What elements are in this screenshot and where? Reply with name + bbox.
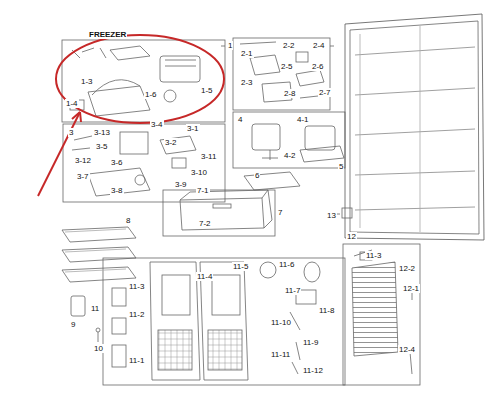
callout-number: 11-2 xyxy=(128,310,145,319)
callout-number: 7-2 xyxy=(198,219,212,228)
callout-number: 12-2 xyxy=(398,264,416,273)
callout-number: 11-9 xyxy=(302,338,319,347)
callout-number: 13 xyxy=(326,211,337,220)
callout-number: 9 xyxy=(70,320,76,329)
callout-number: 3-9 xyxy=(174,180,188,189)
callout-number: 3-5 xyxy=(95,142,109,151)
callout-number: 6 xyxy=(254,171,260,180)
callout-number: 11-8 xyxy=(318,306,335,315)
callout-number: 2-2 xyxy=(282,41,296,50)
callout-number: 5 xyxy=(338,162,344,171)
callout-number: 12-1 xyxy=(402,284,420,293)
callout-number: 11-12 xyxy=(302,366,324,375)
callout-number: 11-10 xyxy=(270,318,292,327)
callout-number: 11-1 xyxy=(128,356,145,365)
callout-number: 11-11 xyxy=(270,350,291,359)
callout-number: 3-10 xyxy=(190,168,208,177)
callout-number: 11-3 xyxy=(365,251,382,260)
callout-number: 11-5 xyxy=(232,262,249,271)
callout-number: 3-1 xyxy=(186,124,200,133)
callout-number: 2-8 xyxy=(283,89,297,98)
callout-number: 8 xyxy=(125,216,131,225)
callout-number: 7 xyxy=(277,208,283,217)
callout-number: 4-2 xyxy=(283,151,297,160)
callout-number: 2-4 xyxy=(312,41,326,50)
callout-number: 11-3 xyxy=(128,282,145,291)
callout-number: 3-7 xyxy=(76,172,90,181)
callout-number: 11-4 xyxy=(196,272,213,281)
callout-number: 2-3 xyxy=(240,78,254,87)
callout-number: 3-6 xyxy=(110,158,124,167)
section-title: FREEZER xyxy=(88,30,127,39)
callout-number: 7-1 xyxy=(196,186,210,195)
callout-number: 3-4 xyxy=(150,120,164,129)
callout-number: 12-4 xyxy=(398,345,416,354)
callout-number: 2-5 xyxy=(280,62,294,71)
callout-number: 2-7 xyxy=(318,88,332,97)
callout-number: 10 xyxy=(93,344,104,353)
callout-number: 2-6 xyxy=(311,62,325,71)
callout-number: 11 xyxy=(90,304,100,313)
callout-number: 12 xyxy=(346,232,357,241)
callout-number: 1-4 xyxy=(65,99,79,108)
callout-number: 3-11 xyxy=(200,152,217,161)
callout-number: 1-5 xyxy=(200,86,214,95)
callout-number: 1 xyxy=(227,41,233,50)
callout-number: 1-3 xyxy=(80,77,94,86)
callout-number: 4 xyxy=(237,115,243,124)
callout-number: 2-1 xyxy=(240,49,254,58)
callout-number: 3-12 xyxy=(74,156,92,165)
callout-number: 4-1 xyxy=(296,115,310,124)
callout-number: 11-6 xyxy=(278,260,295,269)
callout-number: 3-2 xyxy=(164,138,178,147)
callout-number: 3-8 xyxy=(110,186,124,195)
callout-number: 3-13 xyxy=(93,128,111,137)
callout-number: 3 xyxy=(68,128,74,137)
callout-number: 11-7 xyxy=(284,286,301,295)
callout-number: 1-6 xyxy=(144,90,158,99)
